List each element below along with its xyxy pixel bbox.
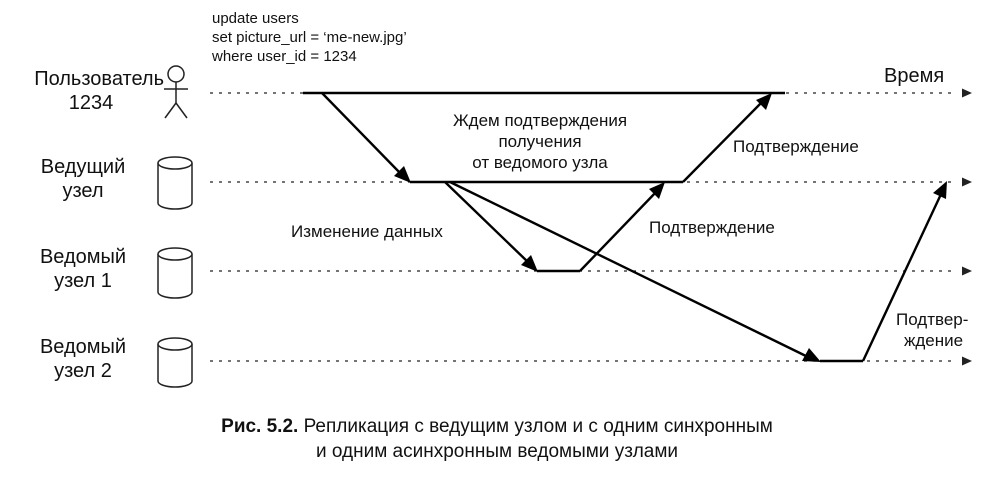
sql-line-3: where user_id = 1234 [212, 48, 357, 65]
user-person-icon [164, 65, 188, 119]
ack-bottom-label: Подтвер- ждение [896, 310, 969, 350]
wait-ack-label: Ждем подтверждения получения от ведомого… [452, 111, 628, 172]
follower2-ack-line [861, 191, 944, 362]
request-to-leader-line [321, 92, 403, 176]
leader-database-icon [157, 156, 193, 210]
message-arrowheads [394, 93, 947, 362]
sql-line-2: set picture_url = ‘me-new.jpg’ [212, 29, 407, 46]
caption-line-2: и одним асинхронным ведомыми узлами [315, 441, 679, 462]
actor-user-label: Пользователь 1234 [34, 68, 164, 114]
caption-text-1: Репликация с ведущим узлом и с одним син… [298, 416, 773, 437]
follower1-ack-line [579, 189, 659, 272]
actor-follower2-label: Ведомый узел 2 [39, 336, 127, 382]
caption-line-1: Рис. 5.2. Репликация с ведущим узлом и с… [0, 414, 994, 439]
timeline-arrowheads [962, 88, 972, 366]
follower1-database-icon [157, 247, 193, 299]
change-to-follower1-line [444, 181, 531, 265]
figure-caption: Рис. 5.2. Репликация с ведущим узлом и с… [0, 414, 994, 464]
message-lines [303, 91, 944, 363]
ack-top-label: Подтверждение [733, 137, 859, 156]
sql-statement: update users set picture_url = ‘me-new.j… [212, 9, 407, 66]
actor-leader-label: Ведущий узел [40, 156, 126, 202]
caption-number: Рис. 5.2. [221, 416, 299, 437]
follower2-database-icon [157, 337, 193, 388]
sql-line-1: update users [212, 10, 299, 27]
change-to-follower2-line [449, 180, 809, 359]
ack-mid-label: Подтверждение [649, 218, 775, 237]
time-label: Время [884, 65, 945, 87]
data-change-label: Изменение данных [291, 222, 443, 241]
actor-follower1-label: Ведомый узел 1 [39, 246, 127, 292]
leader-ack-line [682, 99, 765, 183]
